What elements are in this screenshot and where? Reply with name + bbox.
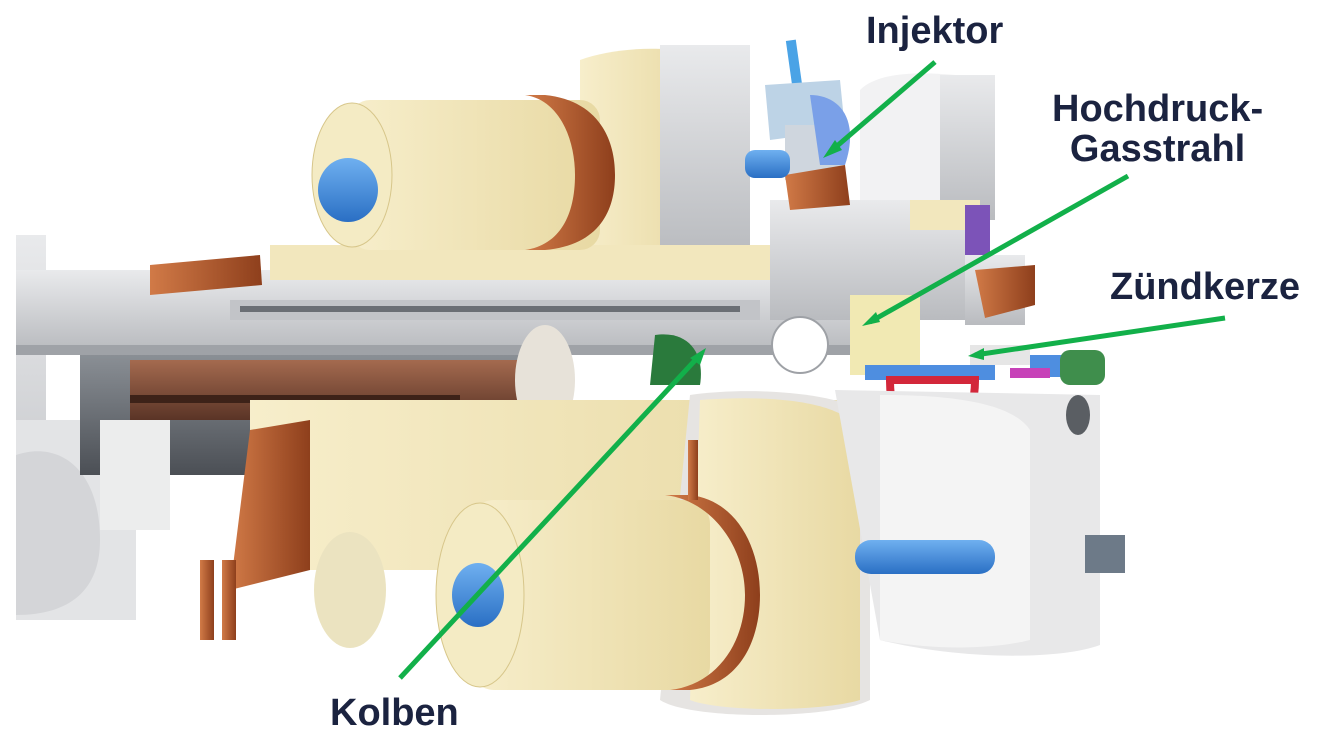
label-injektor: Injektor xyxy=(866,10,1004,52)
arrow-hochdruck xyxy=(868,173,1130,325)
injector-body xyxy=(745,39,851,210)
arrow-kolben xyxy=(398,353,702,680)
label-zuendkerze: Zündkerze xyxy=(1110,266,1301,308)
arrow-zuendkerze xyxy=(974,315,1226,358)
leader-lines xyxy=(398,60,1226,680)
cylinder-head xyxy=(770,73,1035,374)
arrowhead-hochdruck xyxy=(862,312,880,326)
cylinder-body xyxy=(16,270,886,355)
label-hochdruck-line2: Gasstrahl xyxy=(1069,128,1246,170)
label-hochdruck-gasstrahl: Hochdruck- Gasstrahl xyxy=(1052,90,1263,168)
lower-coil-unit xyxy=(100,390,1125,715)
arrowhead-zuendkerze xyxy=(968,348,984,360)
label-kolben: Kolben xyxy=(330,692,459,734)
arrowhead-kolben xyxy=(690,348,706,365)
arrow-injektor xyxy=(828,60,937,154)
label-hochdruck-line1: Hochdruck- xyxy=(1052,88,1264,130)
arrowhead-injektor xyxy=(823,140,842,158)
upper-coil-unit xyxy=(150,45,790,295)
